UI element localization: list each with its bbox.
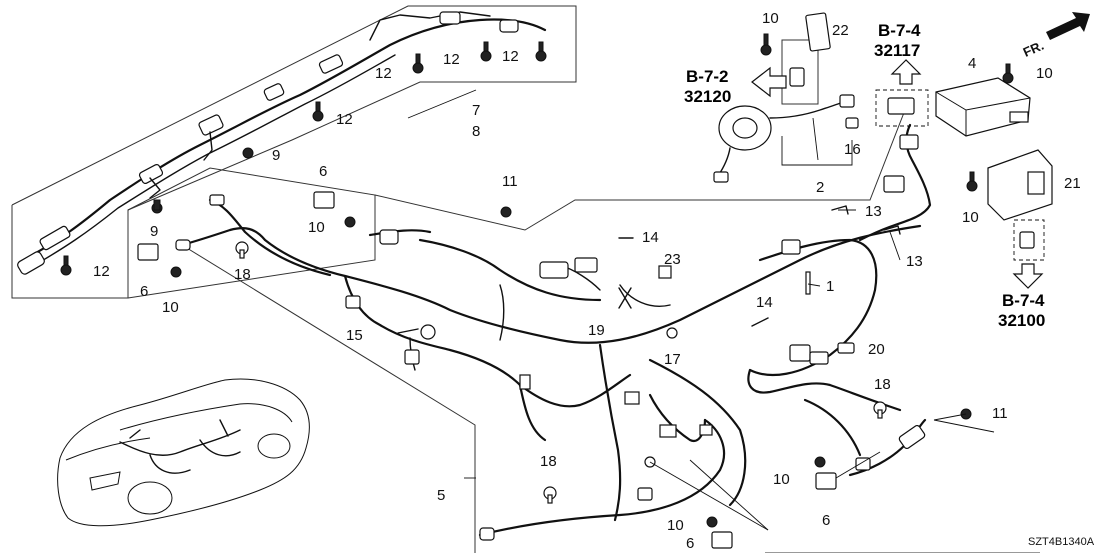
callout-13b: 13 [906, 253, 923, 270]
ref-section-1[interactable]: B-7-2 [686, 67, 729, 86]
callout-12a: 12 [375, 65, 392, 82]
callout-10b: 10 [1036, 65, 1053, 82]
callout-11a: 11 [502, 173, 518, 190]
callout-6d: 6 [686, 535, 694, 552]
upper-connector [875, 89, 929, 127]
clock-spring [713, 12, 859, 183]
callout-1: 1 [826, 278, 834, 295]
callout-18b: 18 [540, 453, 557, 470]
callout-14b: 14 [756, 294, 773, 311]
callout-6b: 6 [140, 283, 148, 300]
curtain-airbag [17, 11, 547, 275]
callout-12d: 12 [336, 111, 353, 128]
floor-wire-harness [180, 123, 932, 537]
callout-14a: 14 [642, 229, 659, 246]
callout-12c: 12 [502, 48, 519, 65]
harness-connectors [175, 134, 926, 541]
callout-4: 4 [968, 55, 976, 72]
srs-unit [935, 63, 1031, 137]
ref-section-2[interactable]: B-7-4 [878, 21, 921, 40]
clips [235, 205, 972, 504]
callout-10g: 10 [667, 517, 684, 534]
sensor-bracket [966, 149, 1053, 261]
reference-labels: B-7-2 32120 B-7-4 32117 B-7-4 32100 [684, 21, 1045, 330]
callouts: 1 2 4 5 6 6 6 6 7 8 9 9 10 10 10 10 10 1… [93, 10, 1081, 552]
callout-12e: 12 [93, 263, 110, 280]
callout-9a: 9 [272, 147, 280, 164]
front-direction-label: FR. [1021, 38, 1046, 60]
callout-9b: 9 [150, 223, 158, 240]
callout-22: 22 [832, 22, 849, 39]
callout-10f: 10 [773, 471, 790, 488]
callout-5: 5 [437, 487, 445, 504]
callout-10d: 10 [308, 219, 325, 236]
callout-6c: 6 [822, 512, 830, 529]
impact-sensors [137, 191, 837, 549]
callout-10a: 10 [762, 10, 779, 27]
callout-13a: 13 [865, 203, 882, 220]
callout-18a: 18 [234, 266, 251, 283]
floor-harness-outline [127, 109, 1040, 553]
callout-12b: 12 [443, 51, 460, 68]
ref-code-2[interactable]: 32117 [874, 41, 920, 60]
callout-6a: 6 [319, 163, 327, 180]
callout-11b: 11 [992, 405, 1008, 422]
ref-code-3[interactable]: 32100 [998, 311, 1045, 330]
callout-18c: 18 [874, 376, 891, 393]
callout-19: 19 [588, 322, 605, 339]
vehicle-location-view [57, 378, 310, 527]
callout-8: 8 [472, 123, 480, 140]
bolts-12 [60, 41, 547, 276]
callout-2: 2 [816, 179, 824, 196]
ref-code-1[interactable]: 32120 [684, 87, 731, 106]
ref-section-3[interactable]: B-7-4 [1002, 291, 1045, 310]
callout-17: 17 [664, 351, 681, 368]
callout-21: 21 [1064, 175, 1081, 192]
callout-23: 23 [664, 251, 681, 268]
callout-7: 7 [472, 102, 480, 119]
curtain-airbag-outline [11, 5, 577, 299]
leader-lines [407, 89, 995, 531]
callout-10e: 10 [162, 299, 179, 316]
diagram-code: SZT4B1340A [1028, 536, 1095, 548]
callout-15: 15 [346, 327, 363, 344]
callout-10c: 10 [962, 209, 979, 226]
callout-20: 20 [868, 341, 885, 358]
reference-arrows [751, 59, 1044, 289]
front-direction-arrow [1046, 12, 1090, 40]
callout-16: 16 [844, 141, 861, 158]
